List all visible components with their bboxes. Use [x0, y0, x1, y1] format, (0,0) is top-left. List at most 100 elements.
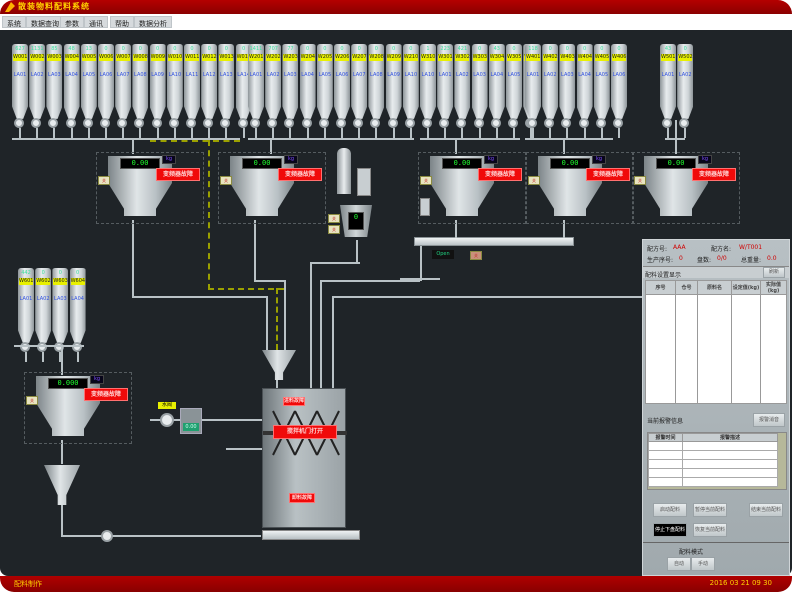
silo-valve-icon[interactable]: [578, 118, 589, 128]
menu-parameters[interactable]: 参数: [60, 16, 84, 28]
mode-auto-button[interactable]: 自动: [667, 557, 691, 571]
scale-gate-tag[interactable]: 关: [98, 176, 110, 185]
silo-valve-icon[interactable]: [71, 342, 82, 352]
silo-valve-icon[interactable]: [422, 118, 432, 128]
valve-icon[interactable]: [101, 530, 113, 542]
refresh-button[interactable]: 刷新: [763, 267, 785, 278]
silo-valve-icon[interactable]: [544, 118, 555, 128]
silo-valve-icon[interactable]: [37, 342, 48, 352]
stop-next-batch-button[interactable]: 停止下盘配料: [653, 523, 687, 537]
scale-gate-tag[interactable]: 关: [26, 396, 38, 405]
scale-gate-tag[interactable]: 关: [420, 176, 432, 185]
conveyor-tag[interactable]: 关: [470, 251, 482, 260]
silo-valve-icon[interactable]: [48, 118, 59, 128]
silo-valve-icon[interactable]: [203, 118, 214, 128]
screw-conveyor[interactable]: [414, 237, 574, 246]
silo-valve-icon[interactable]: [267, 118, 278, 128]
silo-valve-icon[interactable]: [301, 118, 312, 128]
start-batching-button[interactable]: 启动配料: [653, 503, 687, 517]
silo-valve-icon[interactable]: [662, 118, 672, 128]
menu-data-query[interactable]: 数据查询: [26, 16, 64, 28]
silo-valve-icon[interactable]: [508, 118, 518, 128]
mode-manual-button[interactable]: 手动: [691, 557, 715, 571]
silo-valve-icon[interactable]: [613, 118, 623, 128]
silo-valve-icon[interactable]: [31, 118, 42, 128]
silo-valve-icon[interactable]: [168, 118, 179, 128]
menu-data-analysis[interactable]: 数据分析: [134, 16, 172, 28]
silo-valve-icon[interactable]: [370, 118, 381, 128]
silo-valve-icon[interactable]: [527, 118, 537, 128]
silo-valve-icon[interactable]: [100, 118, 110, 128]
silo-valve-icon[interactable]: [117, 118, 128, 128]
resume-batching-button[interactable]: 恢复当前配料: [693, 523, 727, 537]
discharge-belt[interactable]: [262, 530, 360, 540]
silo-valve-icon[interactable]: [20, 342, 30, 352]
silo-valve-icon[interactable]: [237, 118, 248, 128]
silo-valve-icon[interactable]: [336, 118, 346, 128]
silo-valve-icon[interactable]: [54, 342, 65, 352]
silo-valve-icon[interactable]: [318, 118, 329, 128]
silo-valve-icon[interactable]: [220, 118, 231, 128]
silo-valve-icon[interactable]: [284, 118, 295, 128]
silo-valve-icon[interactable]: [490, 118, 501, 128]
scale-gate-tag[interactable]: 关: [634, 176, 646, 185]
menu-communication[interactable]: 通讯: [84, 16, 108, 28]
mixer[interactable]: 搅拌机门打开 卸料故障: [262, 388, 347, 528]
pause-batching-button[interactable]: 暂停当前配料: [693, 503, 727, 517]
silo-valve-icon[interactable]: [456, 118, 467, 128]
scale-gate-tag[interactable]: 关: [528, 176, 540, 185]
silo-valve-icon[interactable]: [134, 118, 145, 128]
alarm-mute-button[interactable]: 报警消音: [753, 413, 785, 427]
silo-valve-icon[interactable]: [14, 118, 24, 128]
silo-valve-icon[interactable]: [353, 118, 364, 128]
silo-valve-icon[interactable]: [473, 118, 484, 128]
silo-valve-icon[interactable]: [65, 118, 76, 128]
additive-tag[interactable]: 关: [328, 225, 340, 234]
silo-valve-icon[interactable]: [595, 118, 606, 128]
silo-valve-icon[interactable]: [151, 118, 162, 128]
silo-valve-icon[interactable]: [404, 118, 415, 128]
menu-system[interactable]: 系统: [2, 16, 26, 28]
silo-valve-icon[interactable]: [439, 118, 450, 128]
silo-valve-icon[interactable]: [82, 118, 93, 128]
menu-help[interactable]: 帮助: [110, 16, 134, 28]
